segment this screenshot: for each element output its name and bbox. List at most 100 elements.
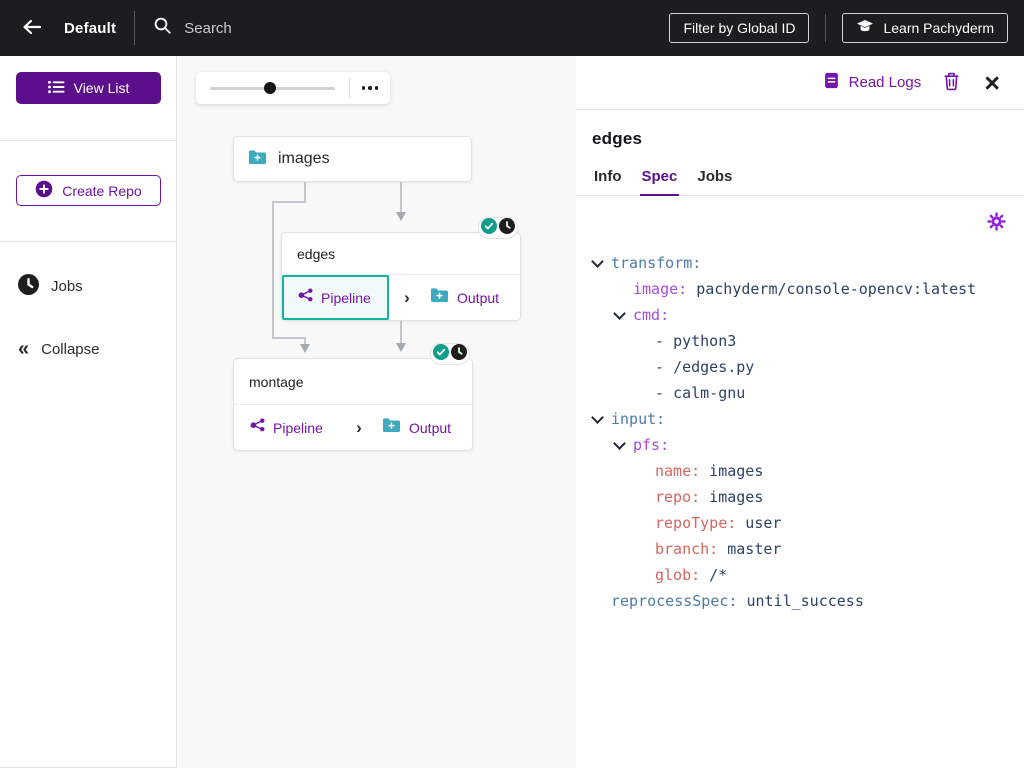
spec-line: image: pachyderm/console-opencv:latest xyxy=(592,276,1008,302)
spec-key: cmd: xyxy=(633,306,670,324)
spec-line: reprocessSpec: until_success xyxy=(592,588,1008,614)
spec-line: transform: xyxy=(592,250,1008,276)
spec-value: /edges.py xyxy=(673,358,755,376)
topbar-divider xyxy=(825,14,827,42)
success-check-icon xyxy=(481,217,497,239)
chevron-right-icon: › xyxy=(356,417,362,437)
spec-key: glob: xyxy=(655,566,701,584)
spec-value: until_success xyxy=(737,592,864,610)
view-list-button[interactable]: View List xyxy=(16,72,161,104)
success-check-icon xyxy=(433,343,449,365)
output-tab-edges[interactable]: Output xyxy=(425,275,520,320)
sidebar-item-jobs[interactable]: Jobs xyxy=(0,264,176,309)
spec-code: transform:image: pachyderm/console-openc… xyxy=(592,250,1008,614)
spec-line: - calm-gnu xyxy=(592,380,1008,406)
collapse-chevron-icon[interactable] xyxy=(614,443,633,448)
arrow-left-icon xyxy=(22,19,42,38)
search-input[interactable]: Search xyxy=(153,16,669,40)
collapse-chevron-icon[interactable] xyxy=(614,313,633,318)
spec-value: master xyxy=(718,540,782,558)
folder-plus-icon xyxy=(248,149,267,170)
zoom-slider-thumb[interactable] xyxy=(263,82,276,94)
spec-line: repoType: user xyxy=(592,510,1008,536)
folder-plus-icon xyxy=(430,287,449,308)
spec-key: input: xyxy=(611,410,666,428)
collapse-double-chevron-icon: « xyxy=(18,338,30,360)
tab-info[interactable]: Info xyxy=(594,168,622,185)
read-logs-button[interactable]: Read Logs xyxy=(823,72,921,93)
spec-key: repo: xyxy=(655,488,701,506)
node-status-badges xyxy=(478,217,518,239)
spec-value: pachyderm/console-opencv:latest xyxy=(687,280,977,298)
pipeline-tab-montage[interactable]: Pipeline xyxy=(234,405,341,450)
jobs-clock-icon xyxy=(18,274,39,299)
sidebar-divider xyxy=(0,241,176,242)
node-label[interactable]: edges xyxy=(282,233,520,275)
controls-divider xyxy=(348,78,350,98)
spec-line: name: images xyxy=(592,458,1008,484)
spec-line: - python3 xyxy=(592,328,1008,354)
tab-jobs[interactable]: Jobs xyxy=(697,168,733,185)
search-icon xyxy=(153,16,172,40)
spec-line: branch: master xyxy=(592,536,1008,562)
tab-spec[interactable]: Spec xyxy=(639,168,680,196)
list-dash: - xyxy=(655,332,674,350)
output-tab-montage[interactable]: Output xyxy=(377,405,472,450)
list-dash: - xyxy=(655,358,674,376)
gear-icon xyxy=(987,212,1006,234)
ellipsis-icon xyxy=(361,86,365,90)
spec-line: - /edges.py xyxy=(592,354,1008,380)
delete-pipeline-button[interactable] xyxy=(941,70,962,96)
spec-key: reprocessSpec: xyxy=(611,592,738,610)
spec-area: transform:image: pachyderm/console-openc… xyxy=(576,196,1024,614)
collapse-chevron-icon[interactable] xyxy=(592,417,611,422)
job-clock-icon xyxy=(451,343,467,365)
learn-pachyderm-button[interactable]: Learn Pachyderm xyxy=(842,13,1008,43)
search-placeholder: Search xyxy=(184,19,232,37)
pipeline-tab-edges[interactable]: Pipeline xyxy=(282,275,389,320)
chevron-right-icon: › xyxy=(404,287,410,307)
pipeline-share-icon xyxy=(298,287,314,308)
spec-line: repo: images xyxy=(592,484,1008,510)
more-options-button[interactable] xyxy=(350,76,391,100)
dag-node-edges[interactable]: edges Pipeline › Output xyxy=(281,217,521,321)
spec-key: repoType: xyxy=(655,514,737,532)
canvas-controls xyxy=(196,72,390,104)
collapse-chevron-icon[interactable] xyxy=(592,261,611,266)
sidebar-divider xyxy=(0,140,176,141)
spec-key: name: xyxy=(655,462,701,480)
dag-node-images[interactable]: images xyxy=(233,136,472,182)
zoom-slider[interactable] xyxy=(210,82,335,94)
spec-value: python3 xyxy=(673,332,737,350)
spec-key: branch: xyxy=(655,540,719,558)
create-repo-button[interactable]: Create Repo xyxy=(16,175,161,206)
mortarboard-icon xyxy=(856,19,874,37)
dag-node-montage[interactable]: montage Pipeline › Output xyxy=(233,343,473,451)
spec-value: images xyxy=(700,488,764,506)
back-button[interactable] xyxy=(14,13,50,44)
spec-line: cmd: xyxy=(592,302,1008,328)
sidebar-item-collapse[interactable]: « Collapse xyxy=(18,338,100,360)
folder-plus-icon xyxy=(382,417,401,438)
panel-tabs: Info Spec Jobs xyxy=(576,168,1024,196)
pipeline-share-icon xyxy=(250,417,266,438)
list-dash: - xyxy=(655,384,674,402)
close-panel-button[interactable]: × xyxy=(982,67,1002,98)
spec-value: images xyxy=(700,462,764,480)
close-icon: × xyxy=(984,67,1000,98)
list-icon xyxy=(47,80,65,97)
spec-value: /* xyxy=(700,566,728,584)
spec-settings-button[interactable] xyxy=(987,212,1006,234)
plus-circle-icon xyxy=(35,180,53,201)
dag-canvas[interactable]: images edges Pipeline › xyxy=(177,56,576,768)
topbar: Default Search Filter by Global ID Learn… xyxy=(0,0,1024,56)
dag-connectors xyxy=(272,182,406,353)
spec-key: pfs: xyxy=(633,436,670,454)
document-icon xyxy=(823,72,840,93)
node-label: images xyxy=(278,150,330,167)
filter-by-global-id-button[interactable]: Filter by Global ID xyxy=(669,13,810,43)
trash-icon xyxy=(943,72,960,94)
node-label[interactable]: montage xyxy=(234,359,472,405)
project-name: Default xyxy=(64,19,117,37)
